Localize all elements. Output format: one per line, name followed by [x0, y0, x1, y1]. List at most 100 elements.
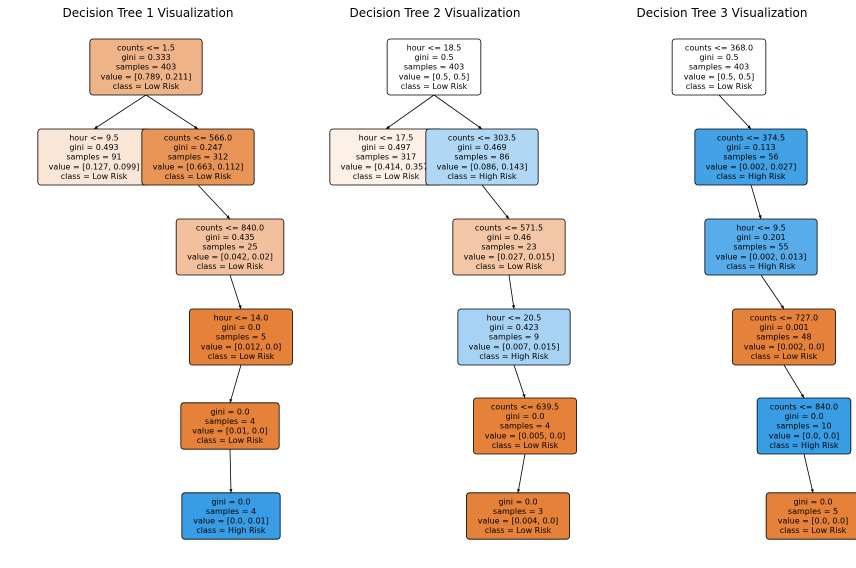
- node-label-line: value = [0.5, 0.5]: [684, 72, 754, 81]
- edge-arrowhead: [747, 125, 751, 129]
- node-label-line: gini = 0.0: [210, 407, 249, 416]
- node-label-line: class = Low Risk: [751, 352, 818, 361]
- edge-arrowhead: [758, 215, 762, 219]
- node-label-line: samples = 86: [454, 153, 509, 162]
- node-label-line: gini = 0.5: [699, 53, 738, 62]
- node-label-line: samples = 48: [756, 333, 811, 342]
- node-label-line: value = [0.663, 0.112]: [153, 162, 244, 171]
- node-label-line: samples = 10: [776, 422, 831, 431]
- edge-arrowhead: [194, 125, 198, 129]
- node-label-line: hour <= 20.5: [487, 314, 542, 323]
- tree-edge: [783, 364, 805, 399]
- node-box: [386, 38, 482, 96]
- node-label-line: gini = 0.0: [505, 412, 544, 421]
- node-label-line: samples = 91: [66, 153, 121, 162]
- node-label-line: gini = 0.5: [414, 53, 453, 62]
- edge-arrowhead: [94, 125, 98, 129]
- edge-arrowhead: [478, 125, 482, 129]
- node-label-line: hour <= 18.5: [407, 44, 462, 53]
- node-label-line: counts <= 303.5: [448, 134, 516, 143]
- node-label-line: gini = 0.0: [793, 497, 832, 506]
- node-label-line: counts <= 727.0: [750, 314, 818, 323]
- node-label-line: class = Low Risk: [197, 436, 264, 445]
- node-box: [175, 218, 285, 276]
- node-box: [181, 492, 281, 540]
- tree-edge: [385, 94, 435, 130]
- node-label-line: samples = 4: [205, 417, 255, 426]
- node-label-line: value = [0.002, 0.013]: [716, 252, 807, 261]
- node-label-line: counts <= 566.0: [164, 134, 232, 143]
- node-label-line: gini = 0.247: [173, 143, 222, 152]
- node-label-line: samples = 4: [206, 507, 256, 516]
- node-label-line: class = Low Risk: [492, 441, 559, 450]
- node-label-line: samples = 312: [168, 153, 228, 162]
- node-label-line: counts <= 368.0: [685, 44, 753, 53]
- node-label-line: samples = 403: [404, 63, 464, 72]
- node-label-line: class = High Risk: [716, 172, 786, 181]
- node-label-line: value = [0.002, 0.0]: [744, 342, 825, 351]
- node-label-line: samples = 5: [216, 333, 266, 342]
- node-label-line: samples = 317: [356, 153, 416, 162]
- tree-edge: [197, 184, 231, 220]
- node-box: [704, 218, 818, 276]
- node-label-line: samples = 23: [481, 243, 536, 252]
- node-label-line: counts <= 840.0: [196, 224, 264, 233]
- node-label-line: samples = 403: [116, 63, 176, 72]
- node-label-line: value = [0.5, 0.5]: [399, 72, 469, 81]
- node-label-line: gini = 0.0: [498, 497, 537, 506]
- node-label-line: value = [0.127, 0.099]: [49, 162, 140, 171]
- node-label-line: hour <= 9.5: [736, 224, 786, 233]
- node-label-line: hour <= 17.5: [359, 134, 414, 143]
- tree-edge: [481, 184, 510, 220]
- node-label-line: gini = 0.46: [487, 233, 531, 242]
- node-label-line: class = High Risk: [196, 526, 266, 535]
- node-label-line: class = Low Risk: [686, 82, 753, 91]
- node-label-line: gini = 0.113: [726, 143, 775, 152]
- tree-edge: [145, 94, 199, 130]
- tree-3-panel: Decision Tree 3 Visualization counts <= 3…: [637, 6, 856, 540]
- node-label-line: gini = 0.001: [759, 323, 808, 332]
- node-label-line: gini = 0.469: [457, 143, 506, 152]
- node-label-line: class = High Risk: [447, 172, 517, 181]
- node-label-line: class = Low Risk: [780, 526, 847, 535]
- node-label-line: gini = 0.0: [221, 323, 260, 332]
- tree-edge: [433, 94, 483, 130]
- node-label-line: counts <= 639.5: [491, 403, 559, 412]
- node-label-line: samples = 25: [202, 243, 257, 252]
- node-label-line: samples = 403: [689, 63, 749, 72]
- tree-edge: [229, 364, 242, 403]
- tree-title: Decision Tree 3 Visualization: [637, 6, 808, 20]
- tree-edge: [718, 94, 752, 130]
- tree-edge: [229, 449, 232, 493]
- tree-edge: [508, 274, 515, 310]
- node-label-line: class = Low Risk: [208, 352, 275, 361]
- node-label-line: gini = 0.493: [69, 143, 118, 152]
- node-box: [732, 308, 836, 366]
- edge-arrowhead: [780, 305, 784, 309]
- node-label-line: gini = 0.333: [121, 53, 170, 62]
- tree-title: Decision Tree 2 Visualization: [350, 6, 521, 20]
- node-label-line: value = [0.002, 0.027]: [706, 162, 797, 171]
- node-box: [180, 402, 280, 450]
- node-box: [452, 218, 566, 276]
- node-label-line: class = Low Risk: [61, 172, 128, 181]
- node-label-line: samples = 55: [733, 243, 788, 252]
- node-box: [466, 492, 570, 540]
- edge-arrowhead: [517, 488, 521, 493]
- edge-arrowhead: [229, 489, 233, 493]
- node-label-line: samples = 56: [723, 153, 778, 162]
- node-label-line: samples = 9: [489, 333, 539, 342]
- node-label-line: class = High Risk: [726, 262, 796, 271]
- node-label-line: hour <= 9.5: [69, 134, 119, 143]
